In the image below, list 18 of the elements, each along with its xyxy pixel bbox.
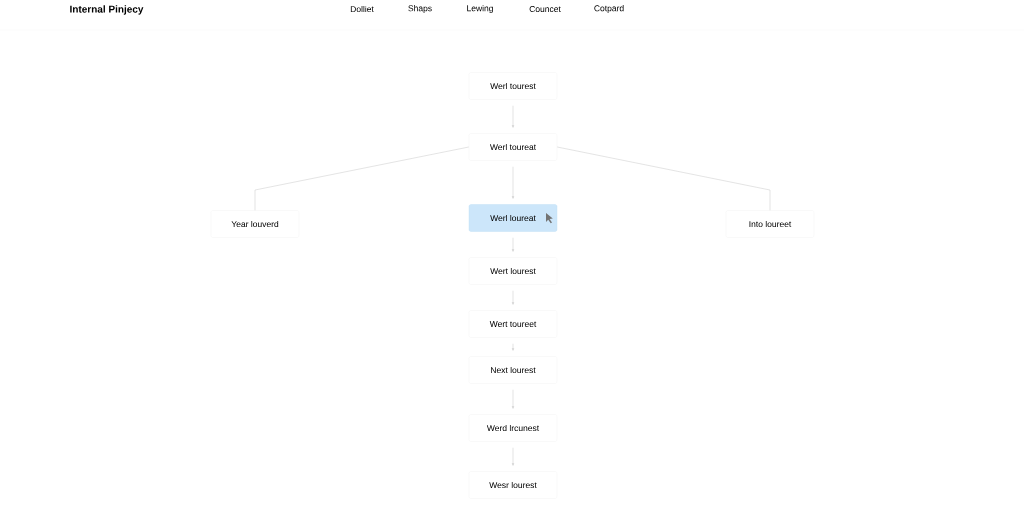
process-box: Wert toureet xyxy=(468,310,558,338)
process-box: Wert lourest xyxy=(468,257,558,285)
process-box: Into loureet xyxy=(725,210,815,238)
menu-item: Cotpard xyxy=(594,5,624,13)
process-box: Year louverd xyxy=(210,210,300,238)
process-box: Werl toureat xyxy=(468,133,558,161)
menu-item: Shaps xyxy=(408,5,432,13)
page-title: Internal Pinjecy xyxy=(70,5,144,15)
connector xyxy=(556,146,771,211)
process-box: Wesr lourest xyxy=(468,471,558,499)
process-box: Werl tourest xyxy=(468,72,558,100)
process-box: Next lourest xyxy=(468,356,558,384)
selected-process-box: Werl loureat xyxy=(468,204,558,232)
menu-item: Lewing xyxy=(467,5,493,13)
connector xyxy=(254,146,470,211)
menu-item: Dolliet xyxy=(350,5,374,13)
process-box: Werd lrcunest xyxy=(468,414,558,442)
menu-item: Councet xyxy=(529,6,561,12)
